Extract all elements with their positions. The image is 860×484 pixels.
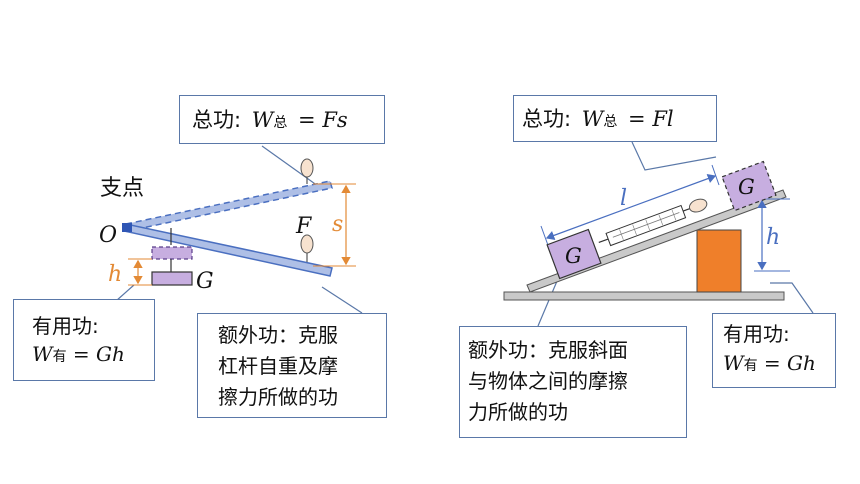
useful-work-leader (770, 282, 814, 314)
incline-figure: l h G G (503, 141, 814, 327)
total-work-callout: 总功: W总 = Fs (179, 95, 385, 144)
work-symbol: W (251, 108, 274, 132)
weight-raised-position (151, 246, 193, 260)
extra-work-line: 额外功：克服 (218, 323, 338, 347)
total-work-callout: 总功: W总 = Fl (513, 95, 717, 142)
useful-work-formula: W有 = Gh (32, 340, 154, 371)
useful-work-formula: W有 = Gh (723, 349, 835, 381)
fulcrum-pivot (122, 223, 132, 232)
extra-work-line: 额外功：克服斜面 (468, 338, 628, 362)
hand-icon (300, 234, 314, 262)
block-top-label: G (738, 175, 755, 199)
height-h-label: h (108, 262, 122, 287)
work-subscript: 总 (603, 114, 618, 130)
force-label: F (295, 214, 312, 239)
incline-block-bottom (546, 228, 602, 280)
hand-icon (300, 158, 314, 184)
block-bottom-label: G (565, 244, 582, 268)
extra-work-leader (321, 286, 363, 314)
total-work-equation: = Fl (628, 107, 674, 131)
work-subscript: 有 (52, 349, 67, 365)
extra-work-line: 力所做的功 (468, 400, 568, 424)
weight-label: G (196, 269, 214, 294)
weight-block (151, 271, 193, 286)
useful-work-label: 有用功: (723, 322, 790, 346)
lever-raised-position (125, 180, 333, 232)
distance-s-label: s (332, 212, 343, 237)
support-block (696, 229, 742, 293)
fulcrum-label: 支点 (100, 176, 144, 201)
total-work-leader (261, 145, 319, 187)
useful-work-callout: 有用功: W有 = Gh (13, 299, 155, 381)
extra-work-line: 擦力所做的功 (218, 385, 338, 409)
incline-block-top (721, 160, 777, 212)
useful-work-equation: = Gh (72, 342, 125, 366)
total-work-label: 总功: (522, 107, 572, 131)
work-subscript: 总 (273, 115, 288, 131)
fulcrum-point-label: O (99, 223, 117, 248)
total-work-leader (631, 141, 717, 171)
useful-work-label: 有用功: (32, 314, 99, 338)
useful-work-equation: = Gh (763, 351, 816, 375)
l-dimension-tick-end (711, 164, 720, 186)
l-dimension-arrow (545, 173, 717, 241)
work-symbol: W (581, 107, 604, 131)
extra-work-callout: 额外功：克服 杠杆自重及摩 擦力所做的功 (197, 313, 387, 418)
work-subscript: 有 (743, 358, 758, 374)
ground-plate (503, 291, 785, 301)
lever-figure: 支点 O F s h G (99, 145, 363, 314)
spring-scale-icon (598, 198, 708, 247)
total-work-label: 总功: (192, 108, 242, 132)
extra-work-line: 与物体之间的摩擦 (468, 369, 628, 393)
extra-work-line: 杠杆自重及摩 (218, 354, 338, 378)
useful-work-callout: 有用功: W有 = Gh (712, 313, 836, 388)
height-h-label: h (766, 225, 780, 250)
useful-work-leader (115, 284, 135, 302)
work-symbol: W (32, 342, 53, 366)
length-l-label: l (620, 186, 627, 211)
total-work-equation: = Fs (298, 108, 348, 132)
extra-work-callout: 额外功：克服斜面 与物体之间的摩擦 力所做的功 (459, 326, 687, 438)
work-symbol: W (723, 351, 744, 375)
